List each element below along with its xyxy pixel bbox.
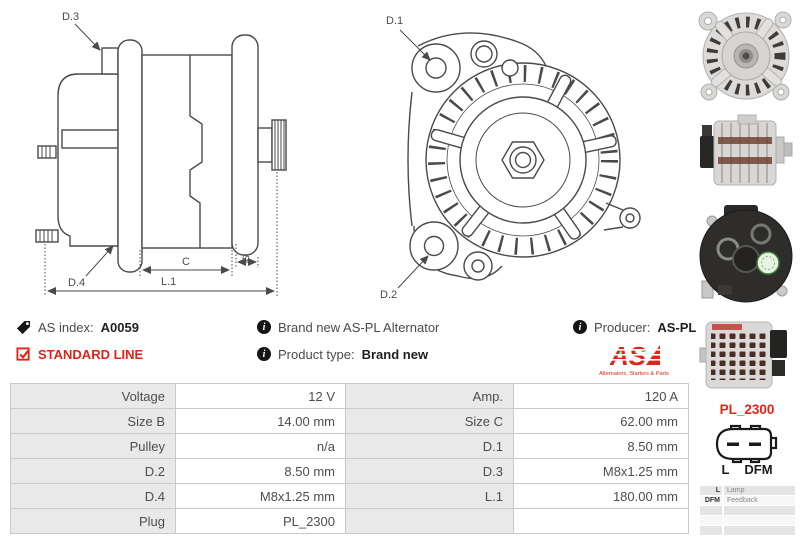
standard-line-label: STANDARD LINE <box>38 346 144 362</box>
spec-value-cell: M8x1.25 mm <box>513 458 689 484</box>
dim-label-d1: D.1 <box>386 15 403 27</box>
rear-housing <box>57 73 119 247</box>
spec-label-cell: D.4 <box>10 483 176 509</box>
table-row: Plug PL_2300 <box>10 508 689 534</box>
spec-value-cell: 12 V <box>175 383 346 409</box>
spec-value-cell <box>513 508 689 534</box>
legend-row: L Lamp <box>700 486 795 495</box>
legend-row: DFM Feedback <box>700 496 795 505</box>
product-type-value: Brand new <box>361 346 429 362</box>
product-photo-rear[interactable] <box>698 201 794 311</box>
info-icon: i <box>573 320 587 334</box>
description-text: Brand new AS-PL Alternator <box>278 319 440 335</box>
green-sticker <box>756 251 780 275</box>
legend-key <box>700 526 722 535</box>
standard-line: STANDARD LINE <box>16 346 143 362</box>
logo-subtitle: Alternators, Starters & Parts <box>599 371 669 377</box>
plug-connector-drawing <box>715 424 778 464</box>
description-line: i Brand new AS-PL Alternator <box>257 319 439 335</box>
spec-label-cell: Size B <box>10 408 176 434</box>
producer-label: Producer: <box>594 319 651 335</box>
logo-text: AS <box>609 341 647 371</box>
product-photo-front[interactable] <box>698 5 794 105</box>
product-photo-side-left[interactable] <box>698 109 794 198</box>
spec-table: Voltage 12 V Amp. 120 A Size B 14.00 mm … <box>10 383 689 534</box>
as-index-line: AS index: A0059 <box>16 319 139 335</box>
as-pl-logo: AS Alternators, Starters & Parts <box>599 341 669 377</box>
legend-value <box>724 506 795 515</box>
spec-label-cell: L.1 <box>345 483 514 509</box>
stator-body <box>141 54 233 249</box>
dim-label-b: B <box>240 253 252 263</box>
threaded-stud <box>35 229 59 243</box>
pin-label-l: L <box>721 462 730 477</box>
spec-label-cell <box>345 508 514 534</box>
front-bracket <box>231 34 259 256</box>
dim-label-d2: D.2 <box>380 289 397 301</box>
producer-line: i Producer: AS-PL <box>573 319 696 335</box>
dim-label-d4: D.4 <box>68 277 85 289</box>
legend-key: DFM <box>700 496 722 505</box>
dim-label-c: C <box>182 256 190 268</box>
legend-key: L <box>700 486 722 495</box>
spec-value-cell: PL_2300 <box>175 508 346 534</box>
table-row: Pulley n/a D.1 8.50 mm <box>10 433 689 459</box>
info-icon: i <box>257 347 271 361</box>
dim-label-l1: L.1 <box>161 276 176 288</box>
spec-label-cell: Pulley <box>10 433 176 459</box>
spec-value-cell: 8.50 mm <box>513 433 689 459</box>
table-row: Size B 14.00 mm Size C 62.00 mm <box>10 408 689 434</box>
legend-key <box>700 516 722 525</box>
dim-label-d3: D.3 <box>62 11 79 23</box>
shaft <box>257 127 273 163</box>
spec-label-cell: D.1 <box>345 433 514 459</box>
spec-value-cell: 62.00 mm <box>513 408 689 434</box>
table-row: Voltage 12 V Amp. 120 A <box>10 383 689 409</box>
spec-value-cell: 120 A <box>513 383 689 409</box>
side-view-drawing: D.3 D.4 C B L.1 <box>35 11 287 296</box>
legend-row <box>700 516 795 525</box>
mounting-ear <box>117 39 143 273</box>
spec-label-cell: Size C <box>345 408 514 434</box>
spec-value-cell: 14.00 mm <box>175 408 346 434</box>
legend-row <box>700 506 795 515</box>
legend-key <box>700 506 722 515</box>
spec-label-cell: Voltage <box>10 383 176 409</box>
spec-label-cell: Plug <box>10 508 176 534</box>
spec-label-cell: D.2 <box>10 458 176 484</box>
legend-value: Lamp <box>724 486 795 495</box>
legend-value: Feedback <box>724 496 795 505</box>
info-icon: i <box>257 320 271 334</box>
product-photo-side-right[interactable] <box>698 314 794 398</box>
pin-label-dfm: DFM <box>744 462 773 477</box>
vent-slot-ring <box>428 65 618 255</box>
checkbox-icon <box>16 346 30 361</box>
front-view-drawing: D.1 D.2 <box>380 15 641 301</box>
legend-value <box>724 526 795 535</box>
as-index-value: A0059 <box>100 319 139 335</box>
terminal-stud <box>37 145 57 159</box>
legend-row <box>700 526 795 535</box>
spec-label-cell: Amp. <box>345 383 514 409</box>
as-index-label: AS index: <box>38 319 94 335</box>
stator-outline <box>425 62 621 258</box>
table-row: D.4 M8x1.25 mm L.1 180.00 mm <box>10 483 689 509</box>
spec-label-cell: D.3 <box>345 458 514 484</box>
spec-value-cell: n/a <box>175 433 346 459</box>
plug-name: PL_2300 <box>719 402 775 417</box>
plug-legend: L Lamp DFM Feedback <box>700 486 795 535</box>
producer-value: AS-PL <box>657 319 697 335</box>
spec-value-cell: 8.50 mm <box>175 458 346 484</box>
spec-value-cell: M8x1.25 mm <box>175 483 346 509</box>
product-type-label: Product type: <box>278 346 355 362</box>
plug-pin-labels: L DFM <box>700 462 794 477</box>
legend-value <box>724 516 795 525</box>
table-row: D.2 8.50 mm D.3 M8x1.25 mm <box>10 458 689 484</box>
spec-value-cell: 180.00 mm <box>513 483 689 509</box>
product-type-line: i Product type: Brand new <box>257 346 428 362</box>
tag-icon <box>16 320 31 334</box>
